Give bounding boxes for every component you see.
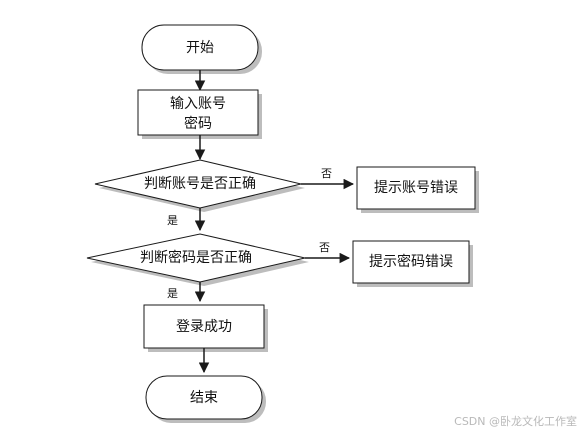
start-label: 开始 [186,40,214,56]
watermark-text: CSDN @卧龙文化工作室 [454,414,577,428]
error-password-node: 提示密码错误 [352,240,473,287]
login-success-node: 登录成功 [143,304,268,352]
label-password-yes: 是 [167,287,178,300]
input-label-line1: 输入账号 [170,96,226,112]
check-password-decision: 判断密码是否正确 [86,233,309,286]
check-account-label: 判断账号是否正确 [144,176,256,192]
login-success-label: 登录成功 [176,319,232,335]
check-account-decision: 判断账号是否正确 [94,159,305,212]
error-account-node: 提示账号错误 [356,166,479,213]
error-account-label: 提示账号错误 [374,180,458,196]
input-label-line2: 密码 [184,115,212,132]
end-label: 结束 [190,390,218,406]
error-password-label: 提示密码错误 [369,253,453,270]
end-node: 结束 [145,375,266,423]
check-password-label: 判断密码是否正确 [140,249,252,266]
start-node: 开始 [141,24,262,74]
input-account-password-node: 输入账号 密码 [137,89,262,139]
label-account-yes: 是 [167,214,178,227]
label-account-no: 否 [321,167,332,180]
label-password-no: 否 [319,241,330,254]
